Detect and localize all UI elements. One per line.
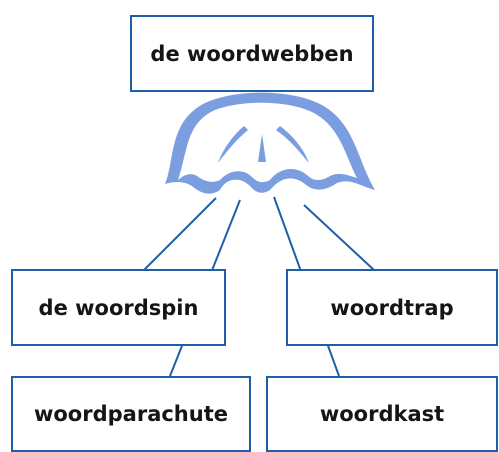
umbrella-highlight xyxy=(178,102,357,183)
root-node-box: de woordwebben xyxy=(130,15,374,92)
child-node-label: woordtrap xyxy=(330,295,454,320)
child-node-label: woordkast xyxy=(319,402,445,426)
connector-trap xyxy=(303,204,375,271)
umbrella-rib-left xyxy=(218,126,248,163)
umbrella-icon xyxy=(165,92,375,194)
child-node-label: de woordspin xyxy=(38,295,199,320)
child-node-woordkast: woordkast xyxy=(266,376,498,452)
umbrella-rib-right xyxy=(276,126,309,163)
root-node-label: de woordwebben xyxy=(150,41,354,66)
child-node-label: woordparachute xyxy=(33,402,228,426)
connector-spin xyxy=(143,197,217,271)
umbrella-rib-center xyxy=(258,134,266,162)
child-node-woordspin: de woordspin xyxy=(11,269,226,346)
child-node-woordtrap: woordtrap xyxy=(286,269,498,346)
child-node-woordparachute: woordparachute xyxy=(11,376,251,452)
